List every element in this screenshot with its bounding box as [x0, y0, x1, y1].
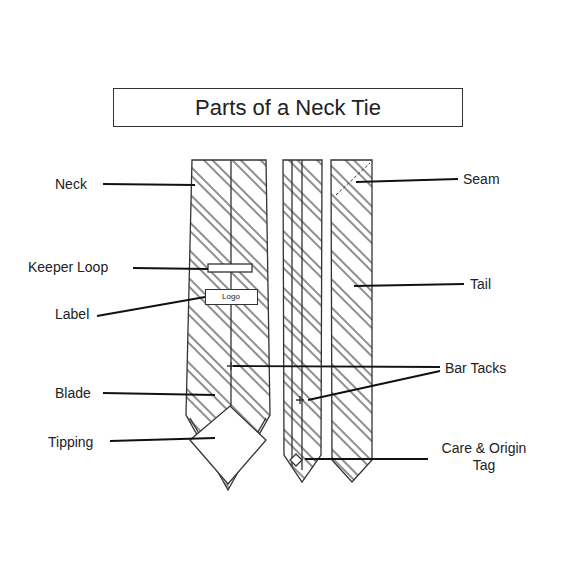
leader-lines	[97, 179, 464, 459]
seam-line	[336, 163, 370, 195]
leader-line	[356, 179, 458, 182]
part-label: Keeper Loop	[28, 259, 108, 276]
keeper-loop	[208, 264, 252, 272]
leader-line	[133, 268, 208, 269]
tipping	[190, 406, 266, 484]
tie-front	[186, 160, 270, 490]
tie-back	[283, 160, 322, 482]
care-tag	[290, 454, 302, 466]
logo-text: Logo	[222, 292, 240, 302]
leader-line	[354, 284, 464, 286]
part-label: Seam	[463, 171, 500, 188]
part-label: Neck	[55, 176, 87, 193]
title-box: Parts of a Neck Tie	[113, 88, 463, 127]
tie-tail	[331, 160, 372, 482]
leader-line	[305, 458, 428, 460]
part-label: Tail	[470, 276, 491, 293]
part-label: Bar Tacks	[445, 360, 506, 377]
label-tag: Logo	[205, 289, 258, 305]
part-label: Blade	[55, 385, 91, 402]
part-label: Tipping	[48, 434, 93, 451]
part-label: Label	[55, 306, 89, 323]
leader-line	[97, 297, 205, 316]
fold-line	[301, 160, 302, 470]
leader-line	[233, 366, 440, 367]
leader-line	[110, 438, 215, 441]
part-label: Care & Origin Tag	[429, 440, 539, 474]
bar-tack	[296, 396, 304, 404]
fold-line	[291, 160, 292, 466]
leader-line	[308, 371, 440, 400]
title: Parts of a Neck Tie	[195, 95, 381, 121]
leader-line	[103, 184, 195, 185]
leader-line	[103, 393, 215, 395]
